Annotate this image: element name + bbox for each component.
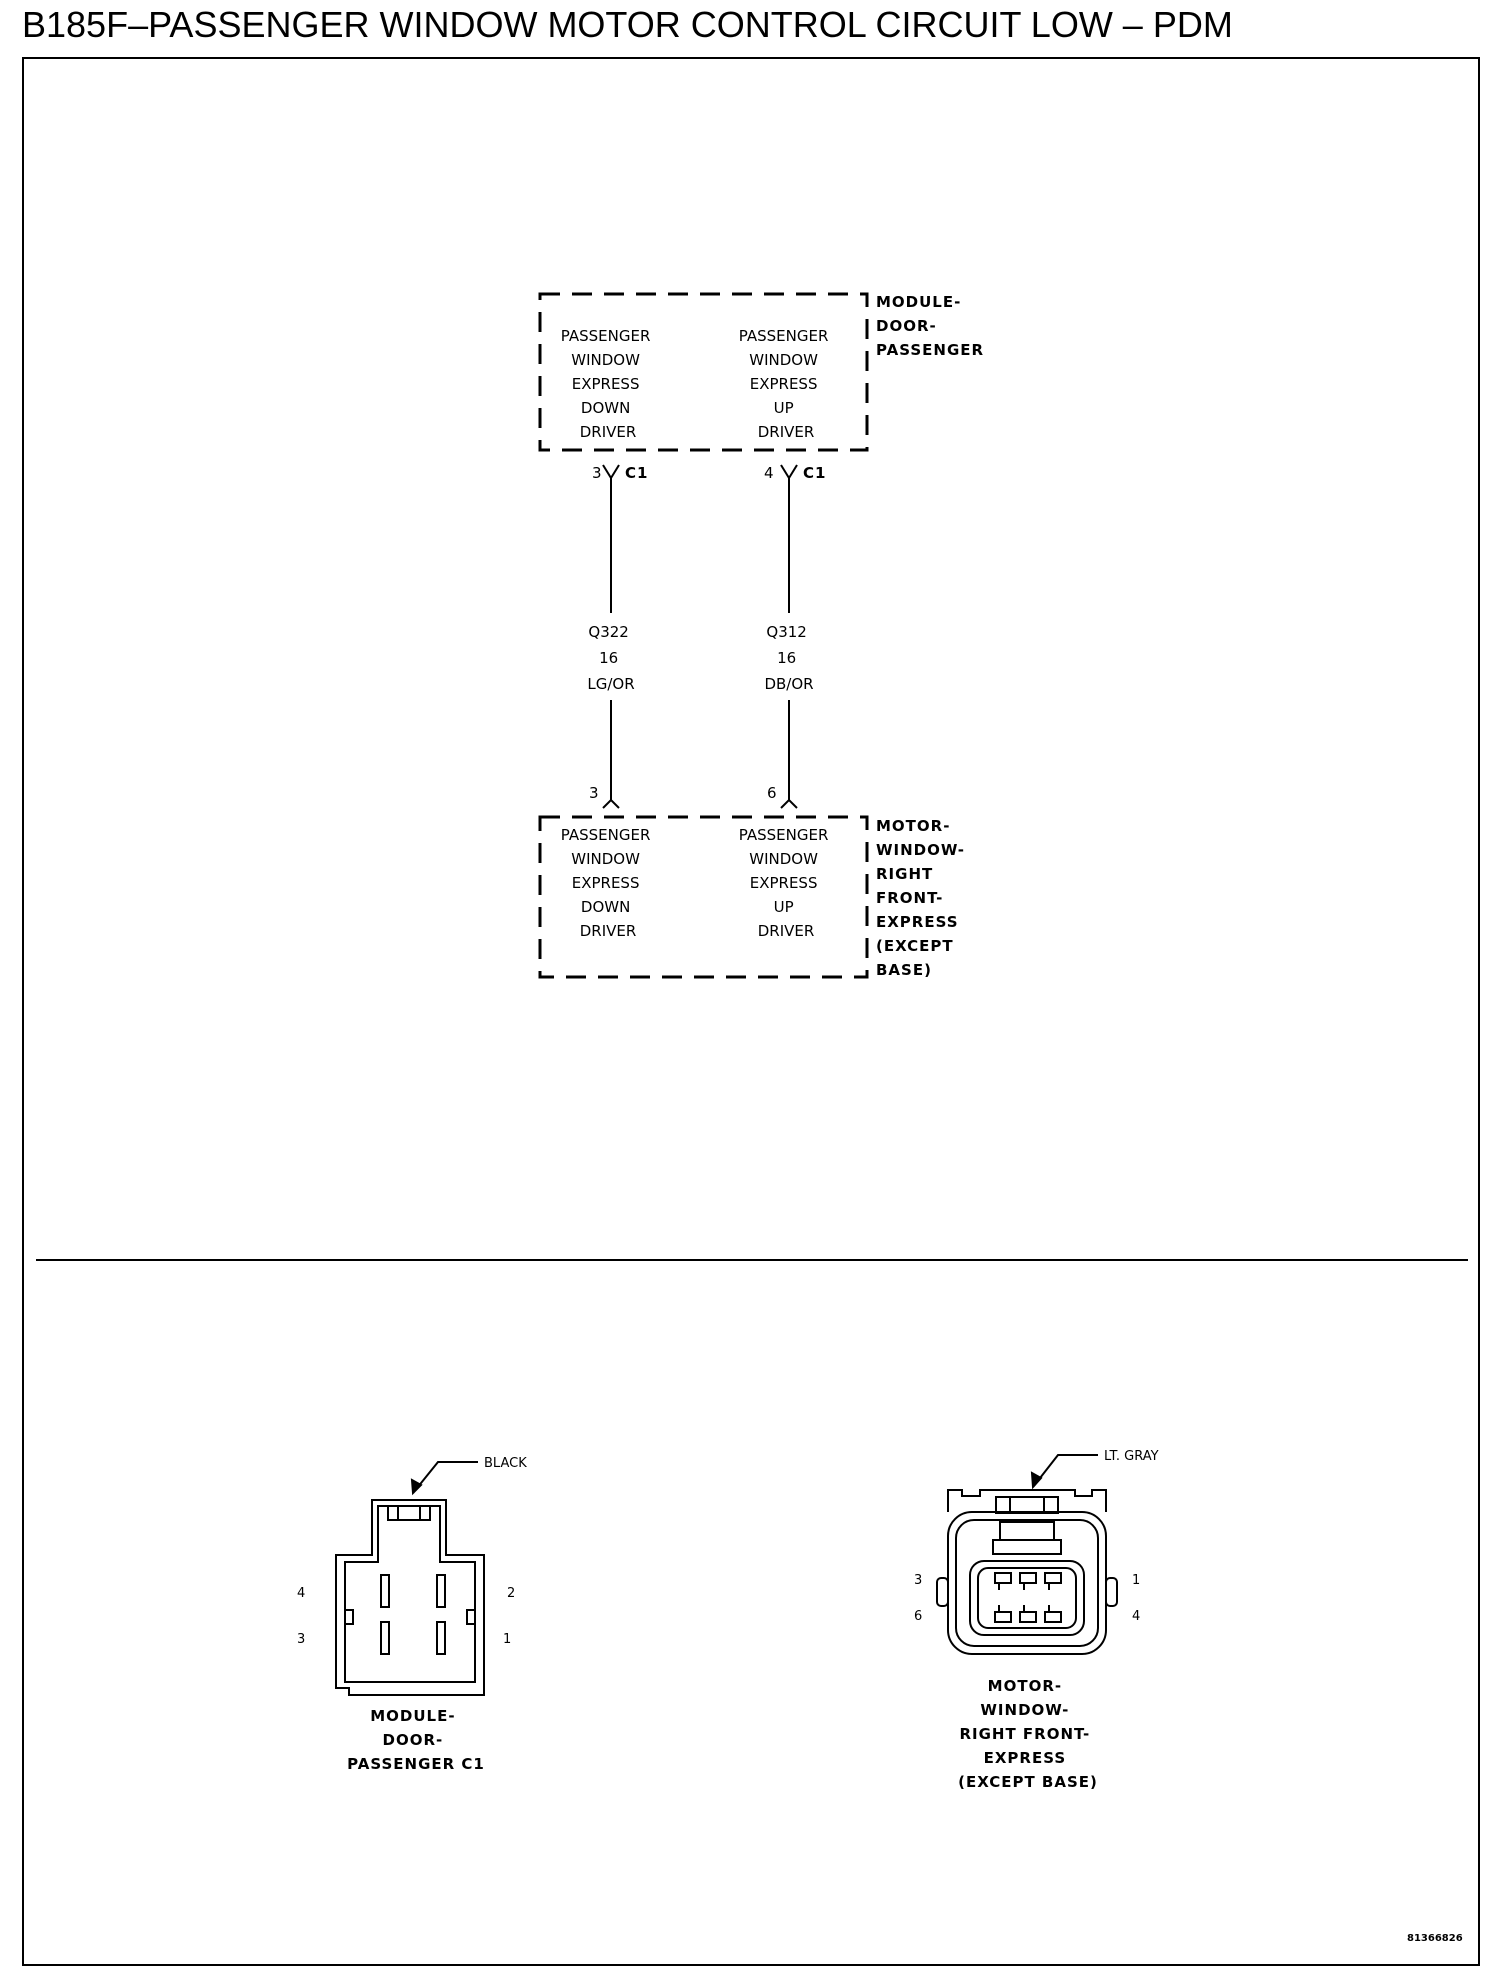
figure-id: 81366826	[1407, 1933, 1463, 1944]
connector-c1-pin-1: 1	[503, 1632, 511, 1647]
connector-symbol-c1-right	[780, 464, 798, 488]
module-pin-left: 3	[592, 464, 602, 482]
connector-symbol-motor-right	[780, 798, 798, 809]
module-connector-left: C1	[625, 464, 648, 482]
module-door-passenger-label: MODULE- DOOR- PASSENGER	[876, 293, 984, 359]
module-pin-right: 4	[764, 464, 774, 482]
page-title: B185F–PASSENGER WINDOW MOTOR CONTROL CIR…	[22, 4, 1233, 45]
connector-symbol-motor-left	[602, 798, 620, 809]
connector-motor-color: LT. GRAY	[1104, 1449, 1159, 1464]
motor-window-box	[538, 815, 869, 979]
module-left-function: PASSENGER WINDOW EXPRESS DOWN DRIVER	[561, 327, 655, 441]
connector-view-motor	[936, 1454, 1118, 1655]
connector-motor-pin-4: 4	[1132, 1609, 1140, 1624]
module-door-passenger-box	[538, 292, 869, 452]
wire-q312-label: Q312 16 DB/OR	[764, 623, 813, 693]
connector-motor-pin-6: 6	[914, 1609, 922, 1624]
connector-c1-caption: MODULE- DOOR- PASSENGER C1	[347, 1707, 485, 1773]
motor-right-function: PASSENGER WINDOW EXPRESS UP DRIVER	[739, 826, 833, 940]
motor-window-label: MOTOR- WINDOW- RIGHT FRONT- EXPRESS (EXC…	[876, 817, 971, 979]
module-connector-right: C1	[803, 464, 826, 482]
motor-pin-right: 6	[767, 784, 777, 802]
wire-q322-label: Q322 16 LG/OR	[587, 623, 634, 693]
connector-c1-pin-2: 2	[507, 1586, 515, 1601]
connector-motor-pin-3: 3	[914, 1573, 922, 1588]
connector-symbol-c1-left	[602, 464, 620, 488]
connector-c1-color: BLACK	[484, 1456, 527, 1471]
connector-motor-caption: MOTOR- WINDOW- RIGHT FRONT- EXPRESS (EXC…	[958, 1677, 1098, 1791]
diagram-frame	[22, 57, 1480, 1966]
motor-left-function: PASSENGER WINDOW EXPRESS DOWN DRIVER	[561, 826, 655, 940]
motor-pin-left: 3	[589, 784, 599, 802]
connector-motor-pin-1: 1	[1132, 1573, 1140, 1588]
connector-c1-pin-4: 4	[297, 1586, 305, 1601]
connector-c1-pin-3: 3	[297, 1632, 305, 1647]
module-right-function: PASSENGER WINDOW EXPRESS UP DRIVER	[739, 327, 833, 441]
connector-view-c1	[335, 1461, 485, 1696]
